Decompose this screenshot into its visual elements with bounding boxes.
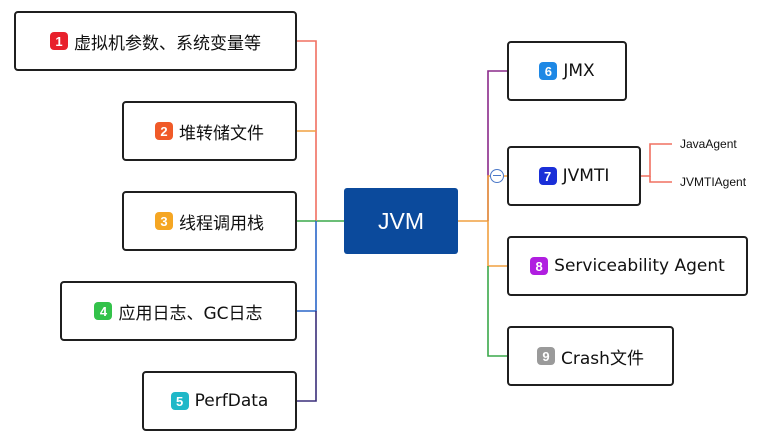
connector-node-6 xyxy=(487,70,507,221)
node-label: 虚拟机参数、系统变量等 xyxy=(74,33,261,54)
number-badge: 4 xyxy=(94,302,113,320)
node-crash-file[interactable]: 9 Crash文件 xyxy=(507,326,674,386)
node-vm-params[interactable]: 1 虚拟机参数、系统变量等 xyxy=(14,11,297,71)
connector-node-5 xyxy=(297,311,317,402)
number-badge: 8 xyxy=(530,257,549,275)
node-jmx[interactable]: 6 JMX xyxy=(507,41,627,101)
collapse-toggle-icon[interactable] xyxy=(490,169,504,183)
node-label: JVMTI xyxy=(562,166,610,186)
node-label: Serviceability Agent xyxy=(554,256,725,276)
number-badge: 6 xyxy=(539,62,558,80)
number-badge: 7 xyxy=(538,167,557,185)
number-badge: 5 xyxy=(170,392,189,410)
node-label: 线程调用栈 xyxy=(179,213,264,234)
connector-node-9 xyxy=(487,266,507,357)
connector-node-4 xyxy=(297,221,317,312)
node-thread-stack[interactable]: 3 线程调用栈 xyxy=(122,191,297,251)
connector-node-1 xyxy=(297,40,317,221)
connector-javaagent xyxy=(641,143,672,177)
leaf-jvmtiagent[interactable]: JVMTIAgent xyxy=(680,175,747,189)
root-node-jvm[interactable]: JVM xyxy=(344,188,458,254)
number-badge: 9 xyxy=(537,347,556,365)
node-label: PerfData xyxy=(194,391,269,411)
number-badge: 3 xyxy=(155,212,173,230)
number-badge: 1 xyxy=(50,32,68,50)
node-label: 应用日志、GC日志 xyxy=(118,303,263,324)
connector-jvmtiagent xyxy=(649,176,672,183)
node-label: JMX xyxy=(563,61,595,81)
node-app-gc-log[interactable]: 4 应用日志、GC日志 xyxy=(60,281,297,341)
node-label: 堆转储文件 xyxy=(179,123,264,144)
connector-node-8 xyxy=(487,221,507,267)
number-badge: 2 xyxy=(155,122,173,140)
leaf-javaagent[interactable]: JavaAgent xyxy=(680,137,737,151)
node-heap-dump[interactable]: 2 堆转储文件 xyxy=(122,101,297,161)
node-perfdata[interactable]: 5 PerfData xyxy=(142,371,297,431)
node-label: Crash文件 xyxy=(561,348,644,369)
root-label: JVM xyxy=(378,207,424,234)
node-serviceability-agent[interactable]: 8 Serviceability Agent xyxy=(507,236,748,296)
node-jvmti[interactable]: 7 JVMTI xyxy=(507,146,641,206)
